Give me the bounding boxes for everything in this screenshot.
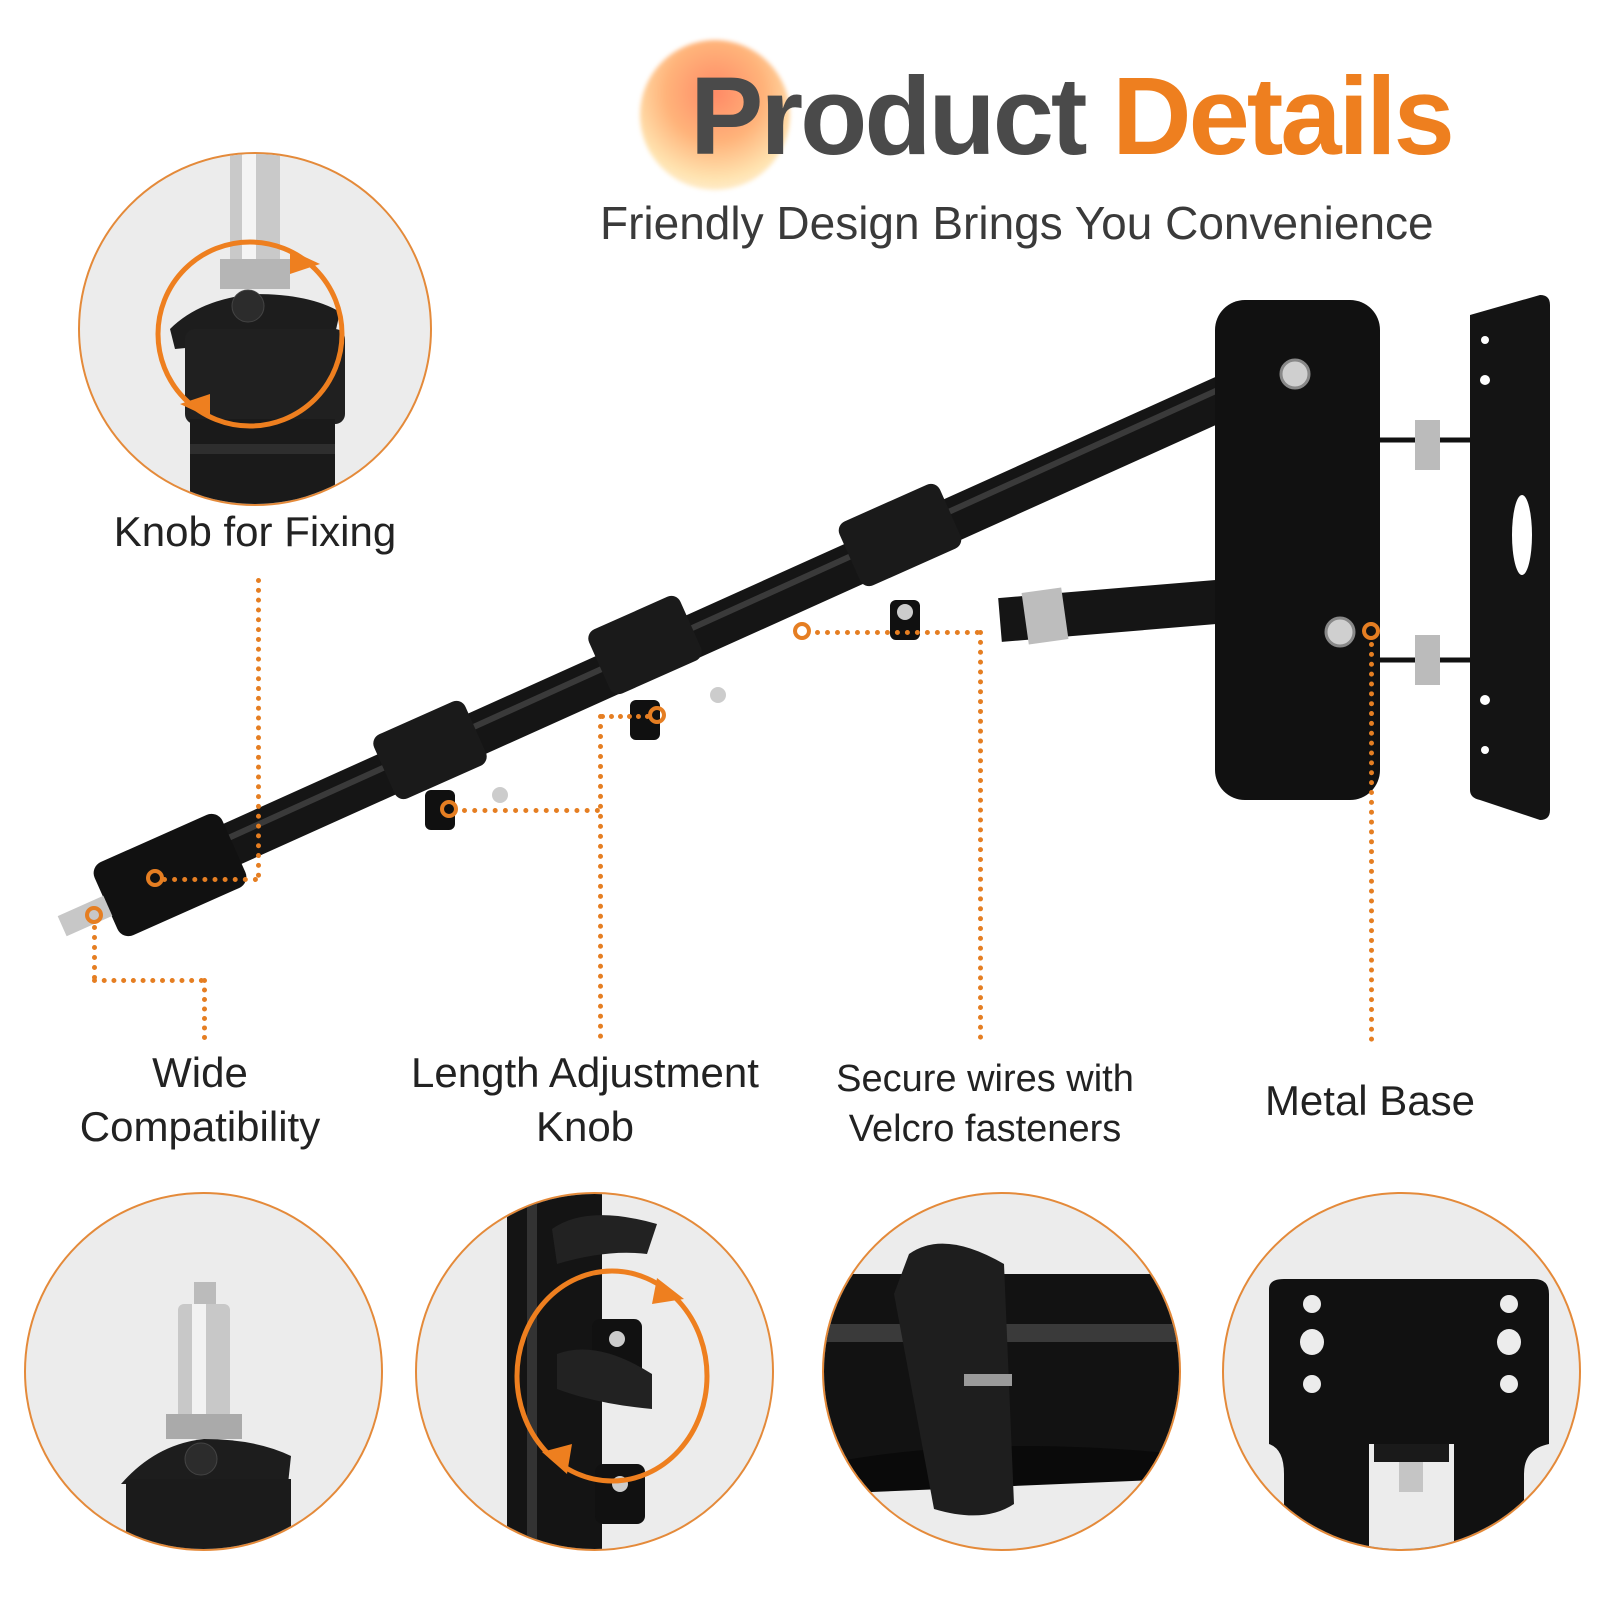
metal-base-detail-image: [1222, 1192, 1581, 1551]
label-wide-compatibility-line2: Compatibility: [79, 1103, 321, 1150]
title-product: Product: [690, 55, 1088, 178]
label-wide-compatibility-line1: Wide: [152, 1049, 248, 1096]
label-velcro-fasteners: Secure wires with Velcro fasteners: [810, 1054, 1160, 1154]
wall-mount-boom-arm-illustration: [57, 295, 1550, 937]
title-details: Details: [1112, 55, 1455, 178]
page-title: Product Details: [690, 62, 1455, 172]
connector-wide-compat-vertical-1: [92, 925, 97, 980]
connector-wide-compat-vertical-2: [202, 978, 207, 1040]
label-knob-for-fixing: Knob for Fixing: [113, 508, 397, 555]
page-subtitle: Friendly Design Brings You Convenience: [600, 197, 1434, 249]
length-adjustment-detail-image: [415, 1192, 774, 1551]
metal-plate-illustration: [1269, 1279, 1549, 1549]
hotspot-knob-fixing: [146, 869, 164, 887]
clamp-knob-illustration: [507, 1194, 657, 1549]
connector-velcro-horizontal: [815, 630, 980, 635]
rotate-arrows-icon: [155, 239, 345, 429]
connector-length-adjust-horizontal-2: [600, 714, 650, 719]
connector-wide-compat-horizontal: [92, 978, 204, 983]
hotspot-metal-base: [1362, 622, 1380, 640]
connector-metal-base-vertical: [1369, 642, 1374, 1042]
connector-velcro-vertical: [978, 630, 983, 1040]
hotspot-length-adjust-2: [648, 706, 666, 724]
connector-length-adjust-vertical: [598, 714, 603, 1039]
velcro-strap-illustration: [824, 1243, 1179, 1516]
velcro-fastener-detail-image: [822, 1192, 1181, 1551]
connector-knob-fixing-horizontal: [162, 877, 258, 882]
hotspot-wide-compatibility: [85, 906, 103, 924]
wide-compatibility-detail-image: [24, 1192, 383, 1551]
label-wide-compatibility: Wide Compatibility: [40, 1046, 360, 1154]
knob-fixing-detail-image: [78, 152, 432, 506]
spigot-illustration: [121, 1282, 291, 1549]
rotate-arrows-icon: [514, 1268, 710, 1484]
label-length-adjustment-line1: Length Adjustment: [411, 1049, 759, 1096]
hotspot-length-adjust-1: [440, 800, 458, 818]
hotspot-velcro: [793, 622, 811, 640]
label-metal-base: Metal Base: [1264, 1077, 1476, 1124]
label-velcro-line2: Velcro fasteners: [848, 1108, 1122, 1150]
label-velcro-line1: Secure wires with: [836, 1058, 1134, 1100]
label-length-adjustment-knob: Length Adjustment Knob: [390, 1046, 780, 1154]
connector-knob-fixing-vertical: [256, 578, 261, 878]
title-glow-decoration: [640, 40, 790, 190]
label-length-adjustment-line2: Knob: [535, 1103, 635, 1150]
connector-length-adjust-horizontal-1: [462, 808, 600, 813]
